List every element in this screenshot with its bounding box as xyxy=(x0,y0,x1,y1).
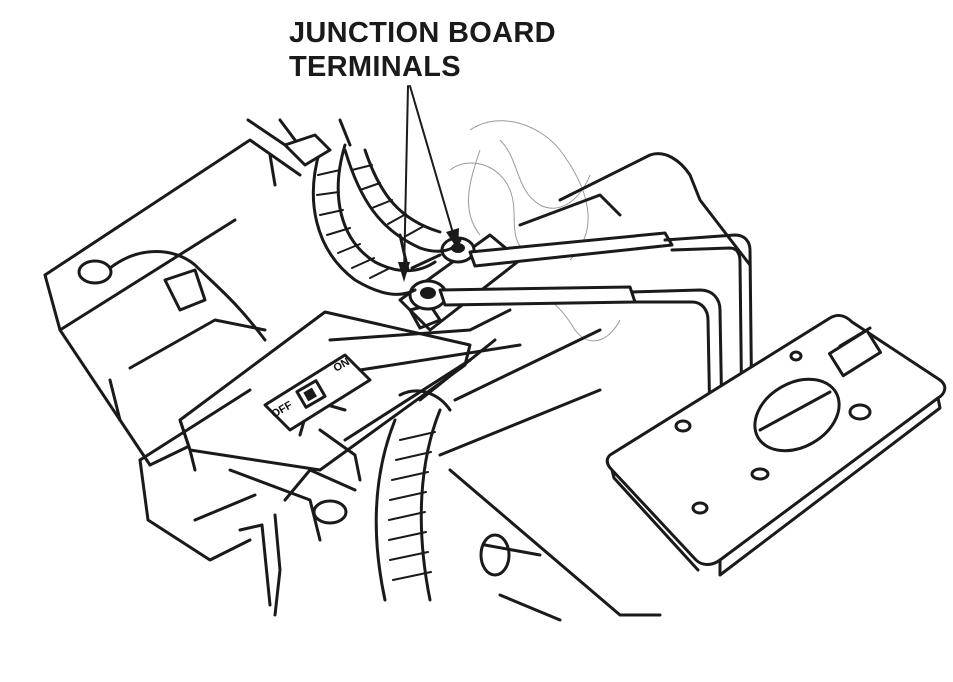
upper-cables xyxy=(246,118,462,296)
callout-arrows xyxy=(398,85,459,282)
main-switch: ON OFF xyxy=(263,353,372,432)
callout-line-2: TERMINALS xyxy=(289,51,461,83)
battery-terminal xyxy=(77,250,267,342)
fuse-box xyxy=(138,310,472,617)
callout-line-1: JUNCTION BOARD xyxy=(289,17,556,49)
junction-board-terminals-label: JUNCTION BOARD TERMINALS xyxy=(289,16,556,84)
multimeter xyxy=(605,314,947,577)
battery-tray xyxy=(438,152,752,622)
background-sketch xyxy=(449,120,621,342)
battery-housing xyxy=(43,138,302,467)
